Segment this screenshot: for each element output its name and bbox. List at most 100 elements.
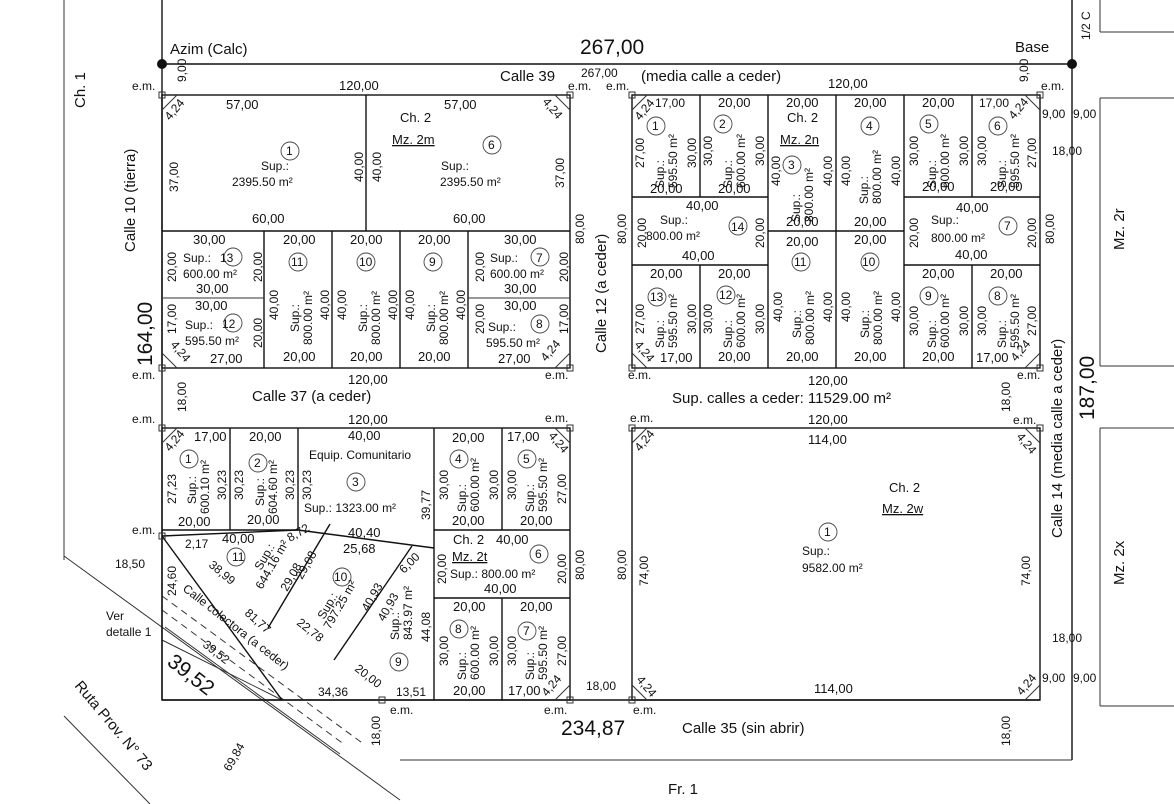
dim-text: 30,00 xyxy=(701,304,715,334)
lot-number: 3 xyxy=(352,475,359,489)
dim-text: 20,00 xyxy=(990,266,1023,281)
dim-text: 27,00 xyxy=(555,474,569,504)
dim-text: 40,00 xyxy=(682,248,715,263)
dim-text: 30,00 xyxy=(193,232,226,247)
calle-14-label: Calle 14 (media calle a ceder) xyxy=(1049,339,1066,538)
dim-text: 18,00 xyxy=(175,382,189,412)
lot-number: 11 xyxy=(291,255,304,269)
dim-text: 37,00 xyxy=(167,162,181,192)
dim-text: 30,23 xyxy=(232,470,246,500)
dim-text: 30,00 xyxy=(195,298,228,313)
area-text: Sup.: 1323.00 m² xyxy=(304,501,396,515)
area-text: 800.00 m² xyxy=(931,231,985,245)
dim-text: 80,00 xyxy=(615,214,629,244)
area-text: 800.00 m² xyxy=(646,229,700,243)
dim-text: 20,00 xyxy=(907,218,921,248)
area-text: 600.00 m² xyxy=(734,134,748,188)
dim-text: 40,00 xyxy=(370,152,384,182)
dim-text: 27,00 xyxy=(1025,138,1039,168)
chamfer-dim: 4,24 xyxy=(1014,671,1040,698)
dim-text: 80,00 xyxy=(1043,214,1057,244)
dim-text: 17,00 xyxy=(508,683,541,698)
dim-text: 40,00 xyxy=(839,156,853,186)
lot-number: 11 xyxy=(794,255,807,269)
dim-text: 17,00 xyxy=(165,304,179,334)
diag-total-dim: 39,52 xyxy=(163,650,219,700)
dim-text: 40,00 xyxy=(348,428,381,443)
dim-text: 18,00 xyxy=(1052,144,1082,158)
chamfer-dim: 4,24 xyxy=(634,673,660,700)
dim-text: 40,00 xyxy=(267,290,281,320)
dim-text: 20,00 xyxy=(718,181,751,196)
dim-text: 80,00 xyxy=(573,550,587,580)
dim-text: 20,00 xyxy=(452,430,485,445)
dim-text: 20,00 xyxy=(418,232,451,247)
dim-text: 27,00 xyxy=(1025,306,1039,336)
em-mark: e.m. xyxy=(132,368,155,382)
dim-text: 27,00 xyxy=(498,351,531,366)
block-b-ch2: Ch. 2 xyxy=(787,110,818,125)
dim-text: 20,00 xyxy=(165,252,179,282)
dim-text: 9,00 xyxy=(1017,58,1031,82)
dim-text: 40,00 xyxy=(821,156,835,186)
dim-text: 30,00 xyxy=(753,136,767,166)
block-a-mz: Mz. 2m xyxy=(392,132,435,147)
calle-39-note: (media calle a ceder) xyxy=(641,68,781,85)
lot-number: 1 xyxy=(286,144,293,158)
sup-label: Sup.: xyxy=(931,213,959,227)
ruta-label: Ruta Prov. N° 73 xyxy=(71,678,156,774)
mz-2x-label: Mz. 2x xyxy=(1111,540,1128,585)
chamfer-dim: 4,24 xyxy=(162,96,188,123)
dim-text: 27,00 xyxy=(210,351,243,366)
em-mark: e.m. xyxy=(390,703,413,717)
dim-text: 39,52 xyxy=(200,637,233,667)
sup-label: Sup.: xyxy=(490,251,518,265)
sup-label: Sup.: xyxy=(523,652,537,680)
dim-text: 17,00 xyxy=(660,350,693,365)
top-total-dim: 267,00 xyxy=(580,36,644,59)
lot-number: 5 xyxy=(523,452,530,466)
ver-detalle-1: Ver xyxy=(106,609,124,623)
lot-number: 14 xyxy=(731,220,745,234)
sup-label: Sup.: xyxy=(356,304,370,332)
dim-text: 20,00 xyxy=(718,95,751,110)
plan-text: Azim (Calc) 267,00 Base 1/2 C Calle 39 2… xyxy=(71,11,1128,798)
area-text: 800.00 m² xyxy=(802,168,816,222)
dim-text: 18,00 xyxy=(999,382,1013,412)
dim-text: 20,00 xyxy=(786,214,819,229)
chamfer-dim: 4,24 xyxy=(546,429,572,456)
dim-text: 44,08 xyxy=(419,612,433,642)
dim-text: 9,00 xyxy=(1073,107,1097,121)
area-text: 9582.00 m² xyxy=(802,561,863,575)
block-a-ch2: Ch. 2 xyxy=(400,110,431,125)
calle-10-label: Calle 10 (tierra) xyxy=(122,149,139,252)
dim-text: 120,00 xyxy=(348,372,388,387)
dim-text: 30,00 xyxy=(907,306,921,336)
dim-text: 20,00 xyxy=(350,232,383,247)
lot-number: 13 xyxy=(220,251,234,265)
em-mark: e.m. xyxy=(606,79,629,93)
dim-text: 27,23 xyxy=(165,474,179,504)
em-mark: e.m. xyxy=(630,411,653,425)
dim-text: 25,68 xyxy=(343,541,376,556)
area-text: 604.60 m² xyxy=(266,460,280,514)
dim-text: 9,00 xyxy=(1042,107,1066,121)
area-text: 600.00 m² xyxy=(490,267,544,281)
sup-label: Sup.: xyxy=(523,484,537,512)
dim-text: 57,00 xyxy=(226,97,259,112)
em-mark: e.m. xyxy=(545,411,568,425)
dim-text: 40,40 xyxy=(348,525,381,540)
ruta-dim: 69,84 xyxy=(220,740,247,773)
dim-text: 18,00 xyxy=(999,716,1013,746)
dim-text: 30,00 xyxy=(505,636,519,666)
dim-text: 9,00 xyxy=(1073,671,1097,685)
dim-text: 120,00 xyxy=(348,412,388,427)
dim-text: 20,00 xyxy=(418,349,451,364)
dim-text: 18,00 xyxy=(369,716,383,746)
dim-text: 57,00 xyxy=(444,97,477,112)
block-c-mz: Mz. 2t xyxy=(452,549,488,564)
calle-35-label: Calle 35 (sin abrir) xyxy=(682,720,805,737)
dim-text: 40,00 xyxy=(821,292,835,322)
dim-text: 40,00 xyxy=(484,581,517,596)
area-text: 600.00 m² xyxy=(468,626,482,680)
